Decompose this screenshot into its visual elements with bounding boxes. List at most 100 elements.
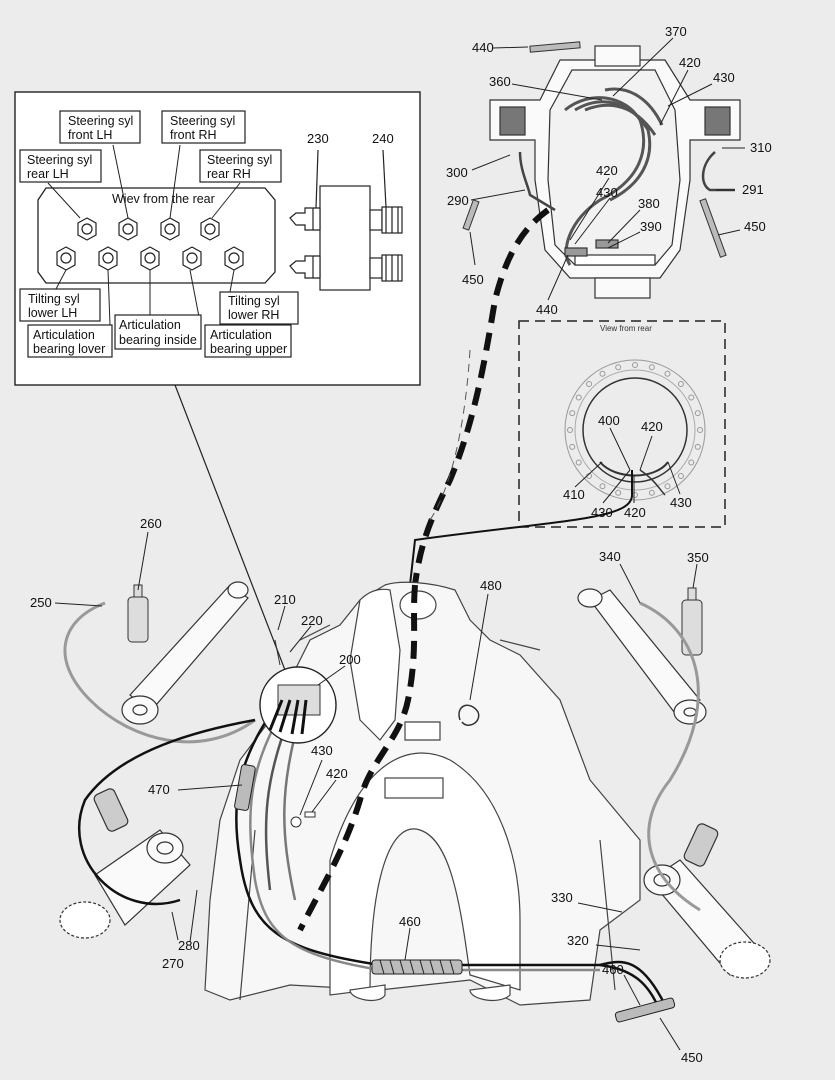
- svg-text:front RH: front RH: [170, 128, 217, 142]
- callout-340: 340: [599, 549, 621, 564]
- callout-430-bearing-left: 430: [591, 505, 613, 520]
- callout-290: 290: [447, 193, 469, 208]
- bolt-hole: [615, 364, 622, 371]
- svg-text:Tilting syl: Tilting syl: [28, 292, 80, 306]
- spiral-rib: [449, 959, 455, 975]
- svg-text:bearing lover: bearing lover: [33, 342, 105, 356]
- dashed-hose-route-upper: [412, 207, 550, 586]
- svg-text:lower RH: lower RH: [228, 308, 279, 322]
- svg-text:Steering syl: Steering syl: [170, 114, 235, 128]
- bolt-hole: [599, 370, 606, 377]
- fitting-row-bottom: [56, 246, 244, 271]
- bolt-hole: [586, 381, 593, 388]
- callout-420-bearing-bottom: 420: [624, 505, 646, 520]
- callout-320: 320: [567, 933, 589, 948]
- bolt-hole: [569, 410, 576, 417]
- manifold-200: [259, 666, 337, 744]
- callout-420-bearing-top: 420: [641, 419, 663, 434]
- callout-450-right: 450: [744, 219, 766, 234]
- spiral-rib: [429, 959, 435, 975]
- bolt-hole: [569, 443, 576, 450]
- cylinder-left-lower: [59, 788, 191, 939]
- clamp-strips-top: [462, 41, 727, 258]
- bolt-hole: [648, 489, 655, 496]
- bolt-hole: [697, 427, 703, 433]
- bolt-circle: [567, 362, 703, 498]
- callout-270: 270: [162, 956, 184, 971]
- dashed-hose-route-lower: [297, 584, 418, 932]
- svg-text:front LH: front LH: [68, 128, 112, 142]
- label-artic-inside: Articulation bearing inside: [114, 314, 202, 350]
- callout-470: 470: [148, 782, 170, 797]
- label-steer-front-lh: Steering syl front LH: [59, 110, 141, 144]
- spiral-guard-470: [234, 764, 256, 811]
- callout-450-left: 450: [462, 272, 484, 287]
- callout-410: 410: [563, 487, 585, 502]
- svg-text:rear LH: rear LH: [27, 167, 69, 181]
- inset-detail: Wiev from the rear: [14, 91, 421, 386]
- callout-350: 350: [687, 550, 709, 565]
- label-artic-upper: Articulation bearing upper: [204, 324, 292, 358]
- svg-text:bearing upper: bearing upper: [210, 342, 287, 356]
- cylinder-right-lower: [643, 823, 771, 979]
- bolt-hole: [664, 370, 671, 377]
- screw-420-430: [274, 639, 316, 828]
- bolt-hole: [688, 459, 695, 466]
- inset-leader-line: [174, 384, 286, 671]
- callout-420-top: 420: [679, 55, 701, 70]
- label-steer-rear-rh: Steering syl rear RH: [199, 149, 282, 183]
- callout-420-main: 420: [326, 766, 348, 781]
- callout-440-top: 440: [472, 40, 494, 55]
- spiral-rib: [439, 959, 445, 975]
- svg-text:Steering syl: Steering syl: [68, 114, 133, 128]
- spiral-guard-460-center: [371, 959, 463, 975]
- svg-text:Steering syl: Steering syl: [27, 153, 92, 167]
- svg-text:Tilting syl: Tilting syl: [228, 294, 280, 308]
- callout-210: 210: [274, 592, 296, 607]
- bolt-hole: [575, 459, 582, 466]
- callout-leaders: [54, 37, 745, 1051]
- svg-text:rear RH: rear RH: [207, 167, 251, 181]
- fitting-row-top: [77, 217, 220, 241]
- inset-leaders: [47, 144, 241, 326]
- bolt-hole: [677, 472, 684, 479]
- adapter-block: [289, 149, 403, 291]
- spiral-guard-450-bottom: [614, 997, 676, 1023]
- spiral-rib: [399, 959, 405, 975]
- callout-250: 250: [30, 595, 52, 610]
- svg-text:Articulation: Articulation: [119, 318, 181, 332]
- callout-330: 330: [551, 890, 573, 905]
- callout-430-top: 430: [713, 70, 735, 85]
- callout-370: 370: [665, 24, 687, 39]
- callout-480: 480: [480, 578, 502, 593]
- callout-230: 230: [307, 131, 329, 146]
- rear-view-title: View from rear: [600, 324, 652, 333]
- bolt-hole: [664, 483, 671, 490]
- callout-390: 390: [640, 219, 662, 234]
- callout-450-bottom: 450: [681, 1050, 703, 1065]
- callout-280: 280: [178, 938, 200, 953]
- callout-460-center: 460: [399, 914, 421, 929]
- svg-text:lower LH: lower LH: [28, 306, 77, 320]
- callout-430-main: 430: [311, 743, 333, 758]
- callout-240: 240: [372, 131, 394, 146]
- rear-frame-view: [489, 45, 741, 299]
- callout-400: 400: [598, 413, 620, 428]
- callout-360: 360: [489, 74, 511, 89]
- callout-291: 291: [742, 182, 764, 197]
- cylinder-right-upper: [577, 588, 707, 725]
- cylinder-left-upper: [121, 581, 249, 725]
- callout-430-frame: 430: [596, 185, 618, 200]
- bolt-hole: [648, 364, 655, 371]
- bolt-hole: [677, 381, 684, 388]
- clamp-480: [458, 704, 480, 726]
- dashed-hidden-line: [429, 349, 471, 521]
- spiral-rib: [409, 959, 415, 975]
- label-tilt-lower-rh: Tilting syl lower RH: [219, 291, 299, 325]
- callout-numbers: 260 250 210 220 200 470 430 420 480 340 …: [30, 24, 772, 1065]
- callout-260: 260: [140, 516, 162, 531]
- bolt-hole: [599, 483, 606, 490]
- spiral-rib: [379, 959, 385, 975]
- label-steer-rear-lh: Steering syl rear LH: [19, 149, 102, 183]
